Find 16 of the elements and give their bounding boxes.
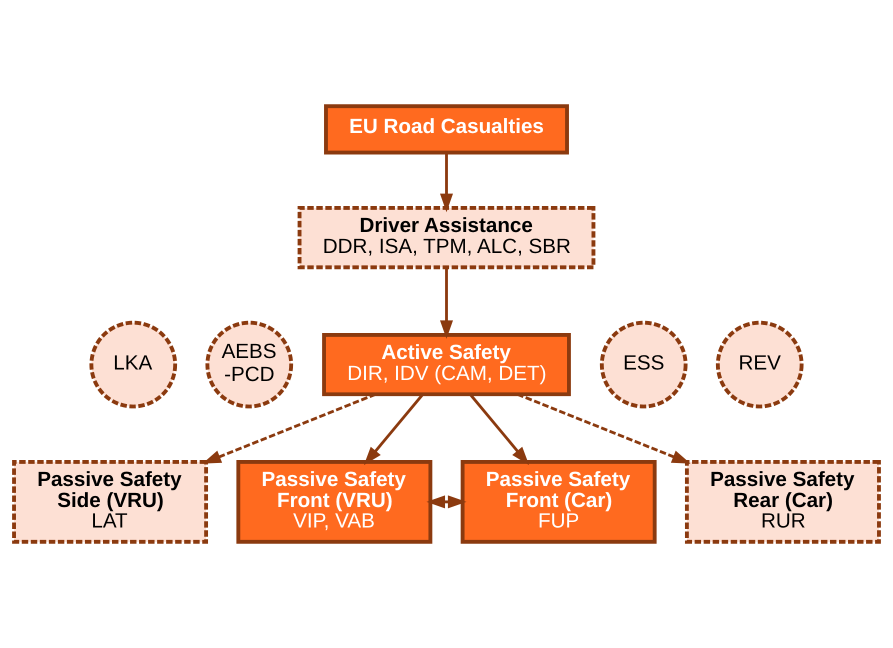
node-circle: ESS — [600, 320, 688, 408]
arrow — [426, 495, 466, 508]
arrow — [440, 153, 453, 212]
node-box: Driver Assistance DDR, ISA, TPM, ALC, SBR — [298, 206, 596, 270]
node-box: Passive Safety Front (VRU) VIP, VAB — [236, 460, 432, 544]
node-box: Active Safety DIR, IDV (CAM, DET) — [322, 333, 571, 396]
arrow — [440, 268, 453, 339]
arrow — [469, 394, 530, 466]
node-box: Passive Safety Front (Car) FUP — [460, 460, 657, 544]
node-circle: LKA — [89, 320, 178, 408]
node-circle: AEBS -PCD — [205, 320, 294, 408]
node-box: Passive Safety Side (VRU) LAT — [12, 460, 208, 544]
node-circle: REV — [716, 320, 804, 408]
arrow — [364, 394, 424, 466]
node-box: Passive Safety Rear (Car) RUR — [684, 460, 881, 544]
node-box: EU Road Casualties — [324, 104, 569, 154]
